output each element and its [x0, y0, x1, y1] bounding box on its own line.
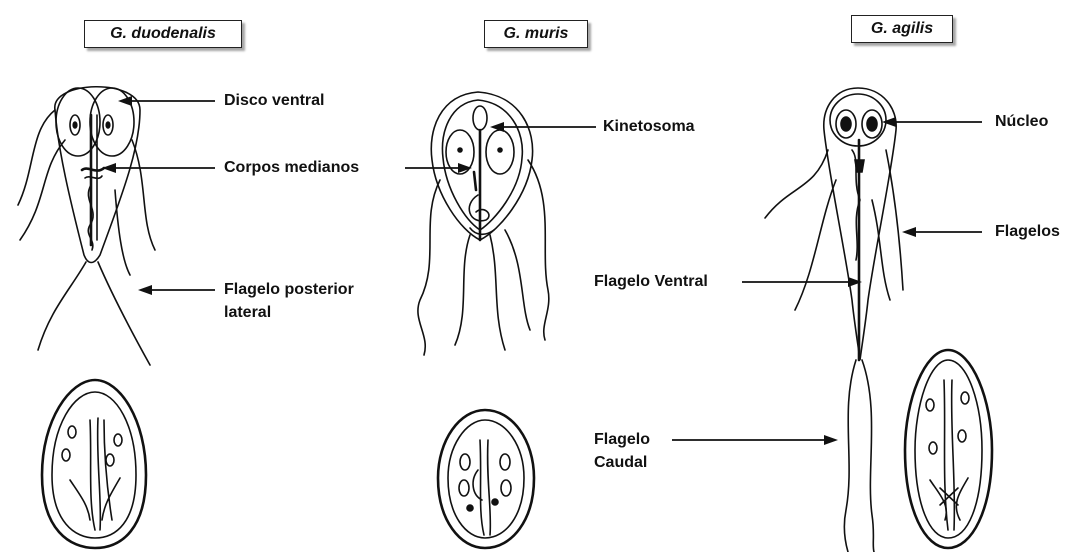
duodenalis-flagellum-6 [98, 262, 150, 365]
duodenalis-flagellum-4 [115, 190, 130, 275]
muris-flagellum-5 [505, 230, 530, 330]
label-flagelo-caudal-line2: Caudal [594, 453, 647, 473]
agilis-cyst-wall-inner [915, 360, 982, 538]
muris-flagellum-2 [455, 235, 470, 345]
agilis-flagellum-4 [872, 200, 890, 300]
arrow-corpos-medianos [102, 163, 215, 173]
muris-kinetosome-area [473, 106, 487, 130]
label-corpos-medianos: Corpos medianos [224, 158, 359, 178]
agilis-caudal-flagellum-2 [862, 360, 874, 552]
duodenalis-cyst [42, 380, 146, 548]
label-nucleo: Núcleo [995, 112, 1048, 132]
muris-flagellum-4 [528, 160, 549, 340]
agilis-caudal-flagellum-1 [844, 360, 856, 552]
duodenalis-trophozoite [18, 87, 155, 365]
agilis-cyst-wall-outer [905, 350, 992, 548]
duodenalis-median-bodies [82, 168, 104, 171]
arrow-nucleo [882, 117, 982, 127]
agilis-cyst [905, 350, 992, 548]
duodenalis-flagellum-1 [18, 110, 55, 205]
agilis-trophozoite [765, 88, 903, 552]
arrow-flagelos [902, 227, 982, 237]
arrow-flagelo-posterior [138, 285, 215, 295]
muris-trophozoite [418, 92, 549, 355]
duodenalis-flagellum-5 [38, 262, 86, 350]
duodenalis-flagellum-3 [132, 140, 155, 250]
muris-median-body [474, 172, 476, 190]
agilis-flagellum-3 [886, 150, 903, 290]
arrow-corpos-medianos-muris [405, 163, 472, 173]
label-kinetosoma: Kinetosoma [603, 117, 695, 137]
arrow-flagelo-caudal [672, 435, 838, 445]
muris-flagellum-1 [418, 180, 440, 355]
duodenalis-flagellum-2 [20, 140, 65, 240]
label-flagelo-posterior-line1: Flagelo posterior [224, 280, 354, 300]
muris-cyst-wall-outer [438, 410, 534, 548]
agilis-flagellum-2 [795, 180, 836, 310]
muris-cyst-wall-inner [448, 420, 524, 538]
arrow-flagelo-ventral [742, 277, 862, 287]
arrow-kinetosoma [490, 122, 596, 132]
arrow-disco-ventral [118, 96, 215, 106]
muris-cyst [438, 410, 534, 548]
muris-body-outline [431, 92, 532, 240]
muris-flagellum-3 [490, 235, 505, 350]
duodenalis-cyst-wall-inner [52, 392, 136, 538]
label-disco-ventral: Disco ventral [224, 91, 324, 111]
agilis-flagellum-1 [765, 150, 828, 218]
label-flagelos: Flagelos [995, 222, 1060, 242]
duodenalis-ventral-disc-left [56, 88, 100, 156]
label-flagelo-posterior-line2: lateral [224, 303, 271, 323]
label-flagelo-ventral: Flagelo Ventral [594, 272, 708, 292]
label-flagelo-caudal-line1: Flagelo [594, 430, 650, 450]
